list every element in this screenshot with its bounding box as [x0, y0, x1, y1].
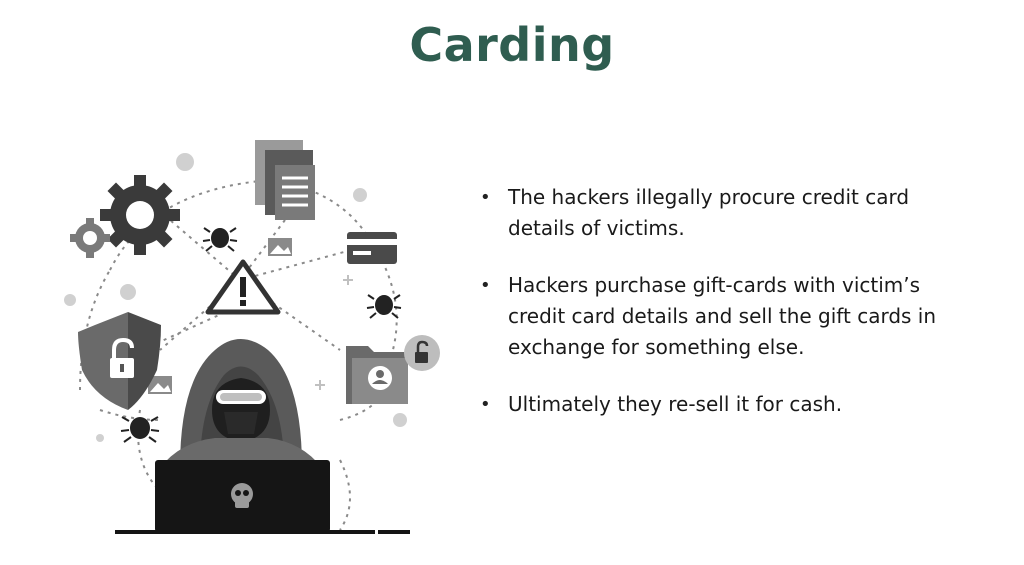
bullet-item: Ultimately they re-sell it for cash.: [478, 389, 978, 420]
laptop-icon: [115, 460, 410, 534]
slide-title: Carding: [409, 18, 615, 72]
image-icon: [148, 376, 172, 394]
padlock-icon: [404, 335, 440, 371]
plus-icon: [315, 275, 353, 390]
bug-icon: [120, 416, 160, 443]
shield-lock-icon: [78, 312, 161, 410]
skull-icon: [231, 483, 253, 508]
hacker-icon: [160, 339, 322, 468]
folder-user-icon: [346, 346, 408, 404]
bullet-list: The hackers illegally procure credit car…: [478, 182, 978, 446]
image-icon: [268, 238, 292, 256]
warning-icon: [205, 259, 281, 315]
background-dots: [64, 153, 407, 442]
bullet-item: The hackers illegally procure credit car…: [478, 182, 978, 244]
gear-small-icon: [70, 218, 110, 258]
document-icon: [255, 140, 315, 220]
bug-icon: [202, 227, 238, 252]
hacker-illustration: [64, 140, 440, 534]
credit-card-icon: [347, 232, 397, 264]
bullet-item: Hackers purchase gift-cards with victim’…: [478, 270, 978, 363]
bug-icon: [366, 294, 402, 319]
gear-icon: [100, 175, 180, 255]
